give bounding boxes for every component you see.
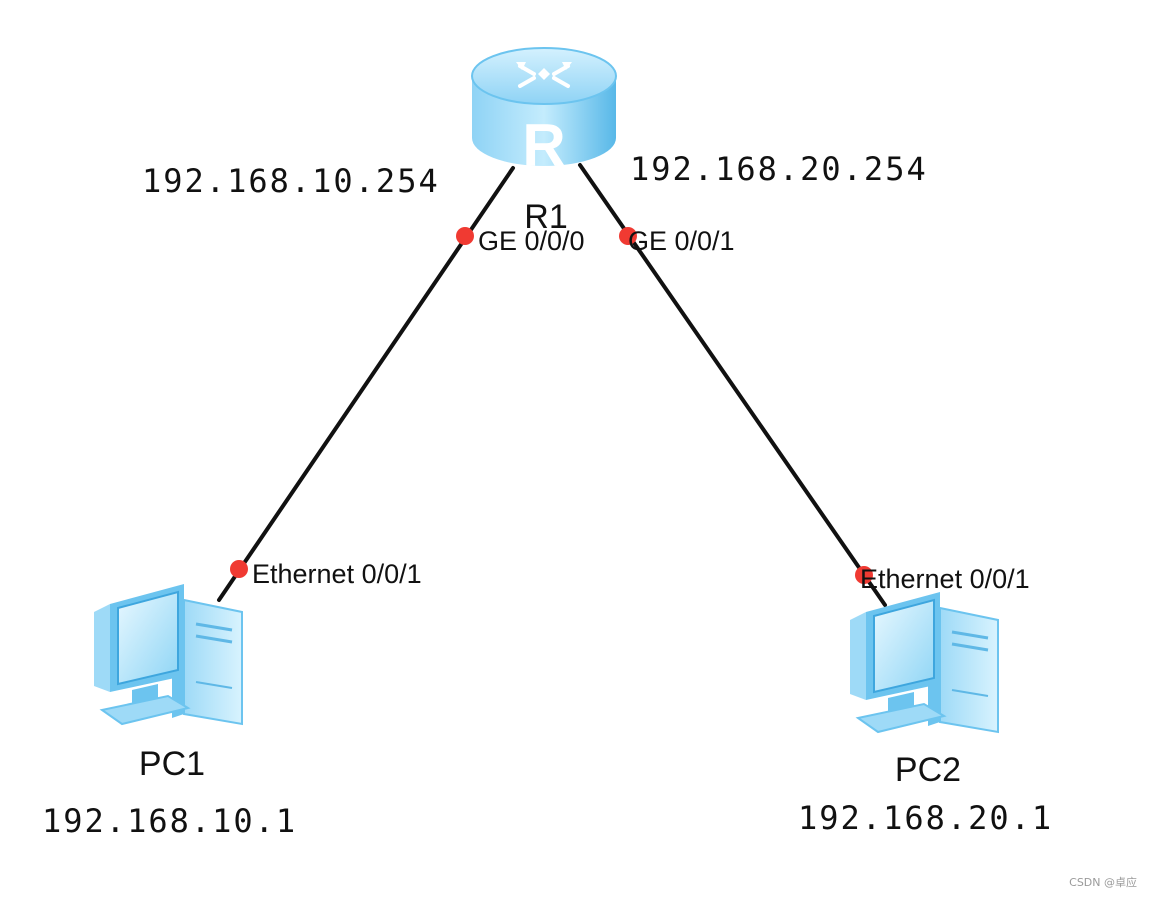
router-name: R1 <box>524 198 567 236</box>
port-dot-r1-ge001 <box>619 227 637 245</box>
r1-ip-right: 192.168.20.254 <box>630 150 928 188</box>
pc2-port-label: Ethernet 0/0/1 <box>860 564 1030 594</box>
r1-port-left-label: GE 0/0/0 <box>478 226 585 256</box>
port-dot-r1-ge000 <box>456 227 474 245</box>
svg-text:R: R <box>522 112 565 179</box>
r1-ip-left: 192.168.10.254 <box>142 162 440 200</box>
pc1-icon[interactable] <box>92 582 244 726</box>
watermark: CSDN @卓应 <box>1069 875 1137 889</box>
r1-port-right-label: GE 0/0/1 <box>628 226 735 256</box>
port-dot-pc2-eth <box>855 566 873 584</box>
pc2-name: PC2 <box>895 751 961 789</box>
pc1-name: PC1 <box>139 745 205 783</box>
pc2-icon[interactable] <box>848 590 1000 734</box>
pc1-port-label: Ethernet 0/0/1 <box>252 559 422 589</box>
port-dot-pc1-eth <box>230 560 248 578</box>
pc2-ip: 192.168.20.1 <box>798 799 1053 837</box>
pc1-ip: 192.168.10.1 <box>42 802 297 840</box>
router-icon[interactable]: R <box>471 47 617 179</box>
